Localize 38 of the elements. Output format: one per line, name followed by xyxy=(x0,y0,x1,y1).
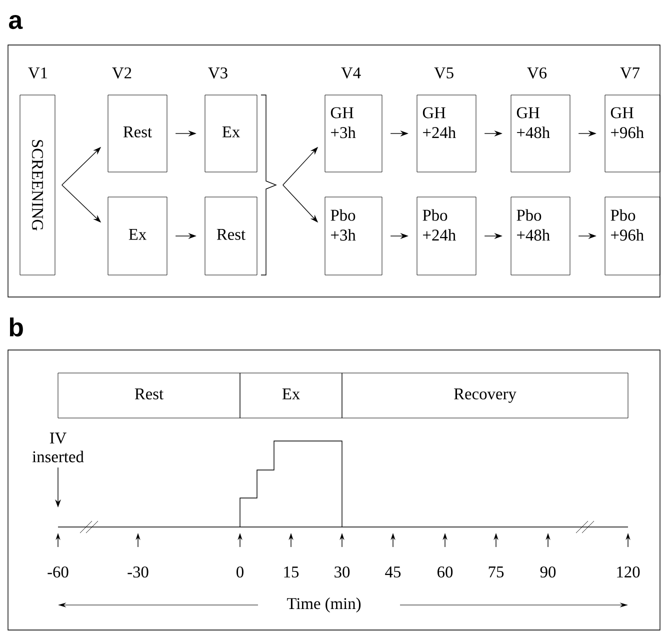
visit-label: V7 xyxy=(620,68,640,78)
annotation-text: IV inserted xyxy=(32,432,84,462)
visit-label: V3 xyxy=(208,67,228,79)
visit-label: V6 xyxy=(527,67,547,79)
tick-label: 0 xyxy=(236,566,244,578)
tick-label: 90 xyxy=(540,566,556,578)
tick-label: 30 xyxy=(334,566,350,578)
visit-box: Ex xyxy=(204,94,258,172)
tick-label: 60 xyxy=(438,566,453,578)
visit-box: GH +3h xyxy=(324,94,382,172)
visit-label: V5 xyxy=(434,68,454,78)
visit-box: GH +24h xyxy=(416,94,476,172)
tick-label: 75 xyxy=(488,566,504,578)
visit-box: Pbo +24h xyxy=(416,196,476,276)
phase-box: Ex xyxy=(240,372,342,418)
tick-label: 45 xyxy=(385,566,401,578)
visit-box: Pbo +3h xyxy=(324,196,382,276)
panel-label: b xyxy=(10,318,23,336)
visit-box: GH +48h xyxy=(510,94,570,172)
visit-box: GH +96h xyxy=(604,94,660,172)
visit-label: V4 xyxy=(341,67,361,79)
visit-label: V2 xyxy=(112,67,132,79)
visit-box: Pbo +96h xyxy=(604,196,660,276)
visit-label: V1 xyxy=(28,67,48,79)
phase-box: Rest xyxy=(58,372,240,418)
tick-label: -30 xyxy=(128,566,148,578)
phase-box: Recovery xyxy=(342,372,628,418)
panel-label: a xyxy=(9,14,23,30)
visit-box: Pbo +48h xyxy=(510,196,570,276)
tick-label: 120 xyxy=(617,566,640,578)
visit-box: Rest xyxy=(108,94,168,172)
visit-box: Ex xyxy=(108,196,168,276)
visit-box: SCREENING xyxy=(20,94,56,276)
visit-box: Rest xyxy=(204,196,258,276)
bracket xyxy=(260,94,277,276)
tick-label: -60 xyxy=(48,566,68,578)
tick-label: 15 xyxy=(284,566,299,578)
axis-title: Time (min) xyxy=(287,598,361,612)
